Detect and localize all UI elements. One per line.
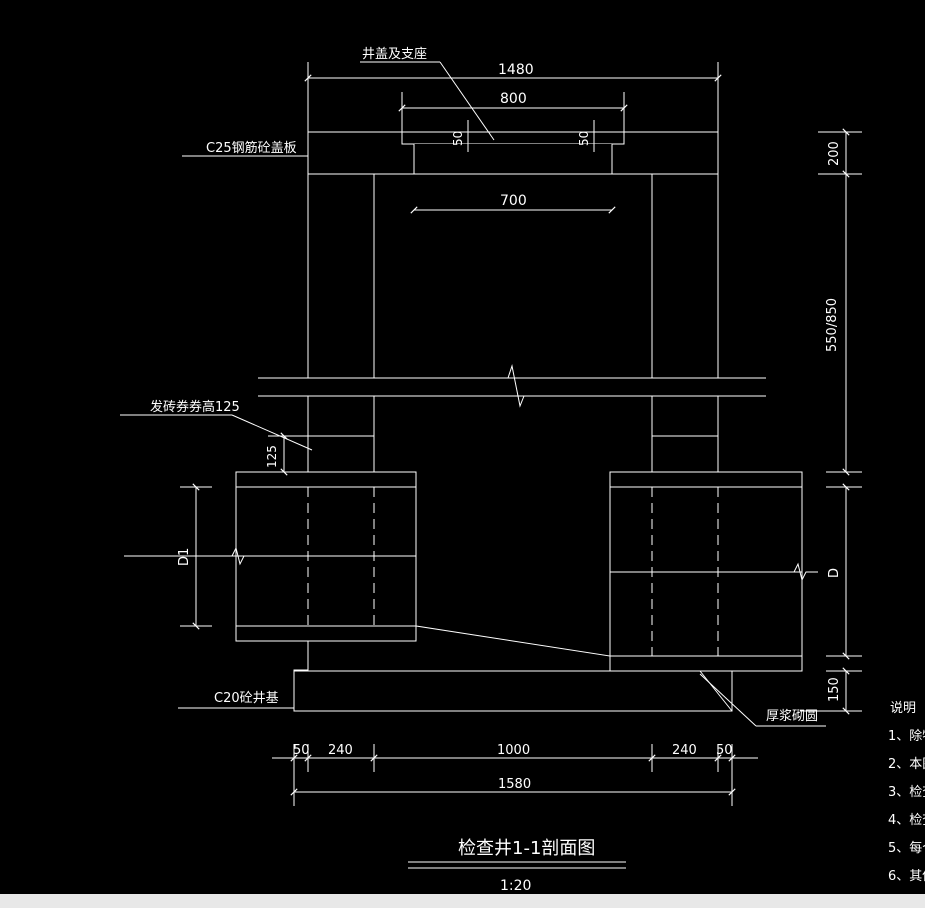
dim-1480: 1480 (498, 62, 534, 78)
right-pipe (609, 471, 803, 672)
base-concrete (293, 625, 733, 712)
dim-d1: D1 (177, 548, 192, 566)
dim-550-850: 550/850 (825, 298, 840, 352)
dim-d: D (827, 568, 842, 578)
dim-200: 200 (827, 141, 842, 166)
cover-slab (307, 131, 719, 175)
label-cover-support: 井盖及支座 (362, 47, 427, 62)
dim-bottom-50-right: 50 (716, 743, 733, 758)
notes: 说明 1、除特 2、本图 3、检查 4、检查 5、每个 6、其他 (888, 701, 925, 884)
label-base: C20砼井基 (214, 691, 279, 706)
brick-walls (307, 173, 719, 437)
note-item: 4、检查 (888, 813, 925, 828)
note-item: 2、本图 (888, 757, 925, 772)
break-line (258, 364, 766, 408)
drawing-title: 检查井1-1剖面图 (458, 838, 595, 859)
notes-heading: 说明 (890, 701, 916, 716)
note-item: 3、检查 (888, 785, 925, 800)
leader-lines (120, 61, 826, 727)
dim-50-left: 50 (451, 131, 465, 146)
brick-arch (307, 435, 719, 473)
note-item: 1、除特 (888, 729, 925, 744)
dim-125: 125 (265, 445, 279, 468)
dim-800: 800 (500, 91, 527, 107)
label-brick-arch: 发砖券券高125 (150, 399, 240, 415)
note-item: 6、其他 (888, 869, 925, 884)
label-cover-slab: C25钢筋砼盖板 (206, 140, 297, 156)
drawing-scale: 1:20 (500, 878, 531, 894)
dim-700: 700 (500, 193, 527, 209)
left-pipe (235, 471, 417, 642)
label-mortar: 厚浆砌圆 (766, 709, 818, 724)
dim-bottom-240-left: 240 (328, 743, 353, 758)
dim-50-right: 50 (577, 131, 591, 146)
title-underline (408, 861, 626, 869)
dimension-lines (124, 62, 862, 806)
dim-bottom-1580: 1580 (498, 777, 531, 792)
dim-bottom-1000: 1000 (497, 743, 530, 758)
dim-150: 150 (827, 677, 842, 702)
status-strip (0, 894, 925, 908)
dim-bottom-240-right: 240 (672, 743, 697, 758)
note-item: 5、每个 (888, 840, 925, 856)
dim-bottom-50-left: 50 (293, 743, 310, 758)
